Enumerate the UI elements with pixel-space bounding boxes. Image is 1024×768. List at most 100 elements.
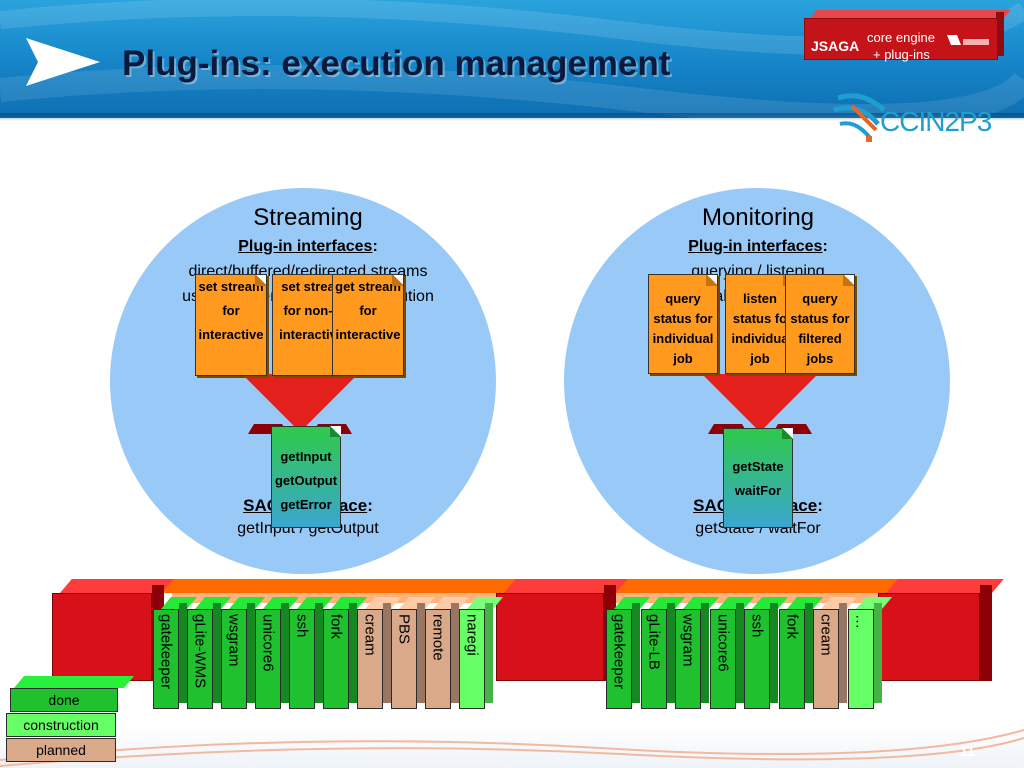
plugin-left-column-label: fork	[327, 614, 345, 640]
saga-method: waitFor	[734, 483, 782, 498]
card-line: filtered	[798, 331, 842, 346]
card-line: jobs	[806, 351, 834, 366]
plugin-left-column-label: wsgram	[225, 614, 243, 667]
plugin-right-column-side	[804, 603, 813, 703]
card-line: interactive	[198, 327, 264, 342]
plugin-left-column-label: ssh	[293, 614, 311, 638]
monitoring-title: Monitoring	[701, 204, 815, 231]
plugin-right-column: cream	[813, 609, 839, 709]
card-line: job	[750, 351, 770, 366]
plugin-left-column: remote	[425, 609, 451, 709]
red-block-3-side	[980, 585, 992, 681]
plugin-left-column: gLite-WMS	[187, 609, 213, 709]
plugin-right-column: gLite-LB	[640, 609, 667, 709]
legend-done-top	[14, 676, 135, 688]
plugin-left-column-label: unicore6	[259, 614, 277, 672]
card-fold	[255, 275, 266, 286]
plugin-left-column-label: gLite-WMS	[191, 614, 209, 689]
plugin-left-column: PBS	[391, 609, 417, 709]
card-fold	[392, 275, 403, 286]
card-fold	[843, 275, 854, 286]
plugin-right-column: …	[847, 609, 874, 709]
monitoring-saga-card: getState waitFor	[723, 428, 793, 528]
plugin-right-column: ssh	[744, 609, 770, 709]
plugin-right-column-label: unicore6	[714, 614, 731, 672]
plugin-right-column-label: gatekeeper	[610, 614, 628, 690]
card-line: job	[673, 351, 693, 366]
plugin-right-column: fork	[778, 609, 805, 709]
badge-side-face	[996, 12, 1004, 56]
legend-planned: planned	[6, 738, 116, 762]
legend-planned-label: planned	[36, 742, 86, 758]
plugin-left-column-side	[315, 603, 323, 703]
card-line: individua	[731, 331, 789, 346]
streaming-card-3: get stream for interactive	[332, 274, 404, 376]
plugin-left-column-side	[213, 603, 221, 703]
plugin-right-column-label: …	[852, 614, 869, 629]
monitoring-card-2: listen status fo individua job	[725, 274, 795, 374]
red-block-2	[496, 593, 604, 681]
plugin-left-column: unicore6	[255, 609, 281, 709]
streaming-saga-card: getInput getOutput getError	[271, 426, 341, 528]
plugin-left-column-side	[179, 603, 187, 703]
plugin-right-column-side	[632, 603, 640, 703]
card-line: status for	[653, 311, 713, 326]
card-line: status for	[790, 311, 850, 326]
plugin-left-column-side	[383, 603, 391, 703]
plugin-right-column-side	[735, 603, 744, 703]
plugin-left-column-side	[281, 603, 289, 703]
plugin-left-column: wsgram	[221, 609, 247, 709]
plugin-left-column-side	[349, 603, 357, 703]
card-line: status fo	[732, 311, 788, 326]
plugin-left-column: gatekeeper	[153, 609, 179, 709]
card-fold	[706, 275, 717, 286]
monitoring-plugin-label: Plug-in interfaces	[688, 238, 823, 255]
plugin-left-column-side	[451, 603, 459, 703]
card-line: interactive	[335, 327, 401, 342]
card-fold	[330, 426, 341, 437]
plugin-left-column: ssh	[289, 609, 315, 709]
legend-done: done	[10, 688, 118, 712]
monitoring-plugin-colon: :	[822, 238, 828, 255]
streaming-plugin-label: Plug-in interfaces	[238, 238, 373, 255]
card-line: query	[665, 291, 701, 306]
plugin-left-column: fork	[323, 609, 349, 709]
streaming-title: Streaming	[253, 204, 363, 231]
badge-logo-icon	[947, 35, 989, 45]
plugin-right-column: unicore6	[709, 609, 736, 709]
card-line: interactiv	[279, 327, 337, 342]
card-line: for non-	[283, 303, 333, 318]
red-block-3	[878, 593, 980, 681]
legend-construction-label: construction	[23, 717, 99, 733]
plugin-right-column-label: ssh	[748, 614, 766, 638]
card-line: query	[802, 291, 838, 306]
monitoring-card-3: query status for filtered jobs	[785, 274, 855, 374]
streaming-plugin-heading: Plug-in interfaces:	[110, 238, 506, 256]
plugin-right-column: gatekeeper	[606, 609, 632, 709]
plugin-right-column-side	[770, 603, 778, 703]
jsaga-badge: JSAGA core engine + plug-ins	[804, 10, 1012, 62]
slide-title: Plug-ins: execution management	[122, 44, 671, 83]
card-line: set stream	[198, 279, 264, 294]
card-line: get stream	[335, 279, 401, 294]
plugin-left-column: naregi	[459, 609, 485, 709]
header-shadow	[0, 113, 1024, 121]
plugin-right-column-label: fork	[783, 614, 800, 640]
red-block-1	[52, 593, 152, 681]
badge-jsaga-label: JSAGA	[811, 38, 860, 54]
plugin-left-column: cream	[357, 609, 383, 709]
plugin-left-column-side	[247, 603, 255, 703]
saga-method: getState	[732, 459, 784, 474]
badge-top-face	[810, 10, 1011, 18]
saga-method: getOutput	[274, 473, 338, 488]
badge-subtitle-2: + plug-ins	[873, 47, 930, 62]
plugin-right-column-side	[839, 603, 847, 703]
plugin-left-column-label: cream	[361, 614, 379, 656]
card-line: for	[222, 303, 240, 318]
badge-subtitle-1: core engine	[867, 30, 935, 45]
plugin-right-column: wsgram	[675, 609, 701, 709]
card-fold	[782, 428, 793, 439]
plugin-left-column-label: PBS	[395, 614, 413, 645]
page-number: 11	[960, 743, 975, 759]
card-line: listen	[743, 291, 777, 306]
